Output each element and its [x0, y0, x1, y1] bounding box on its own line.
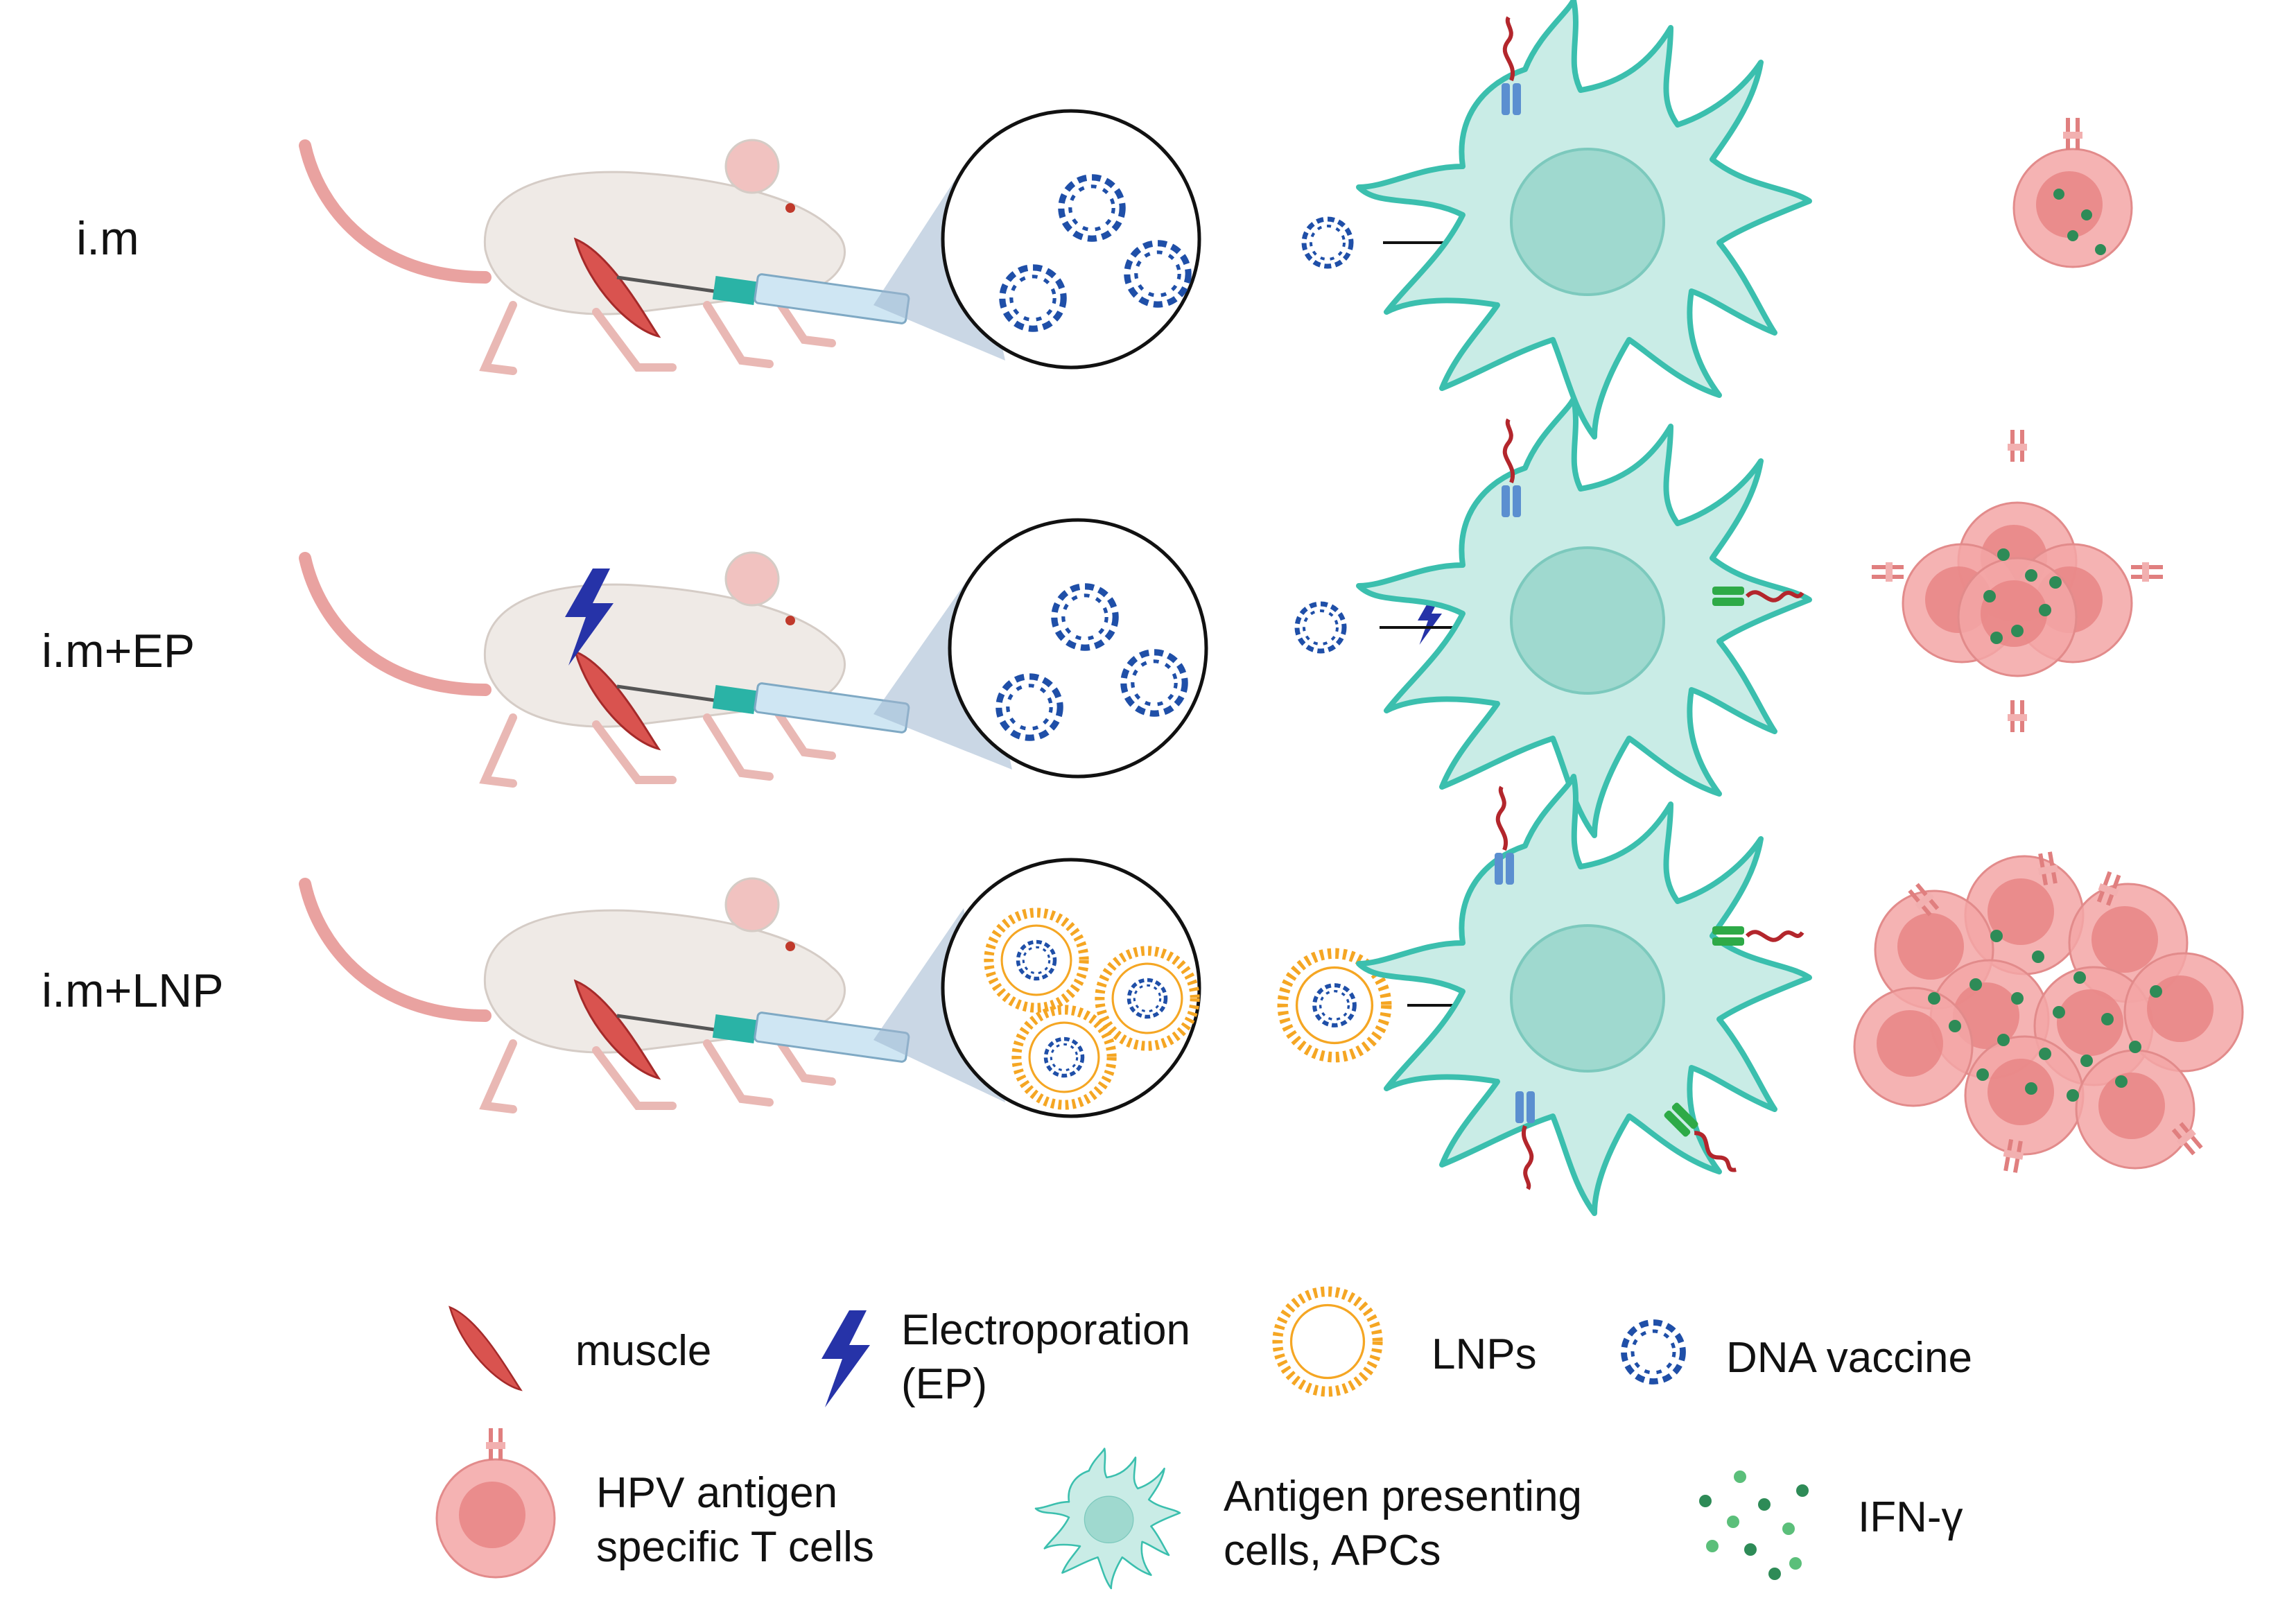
- legend: [435, 1286, 1809, 1590]
- mouse-illustration: [305, 878, 845, 1109]
- row-im-lnp: [305, 777, 2244, 1213]
- legend-label-ifn-gamma: IFN-γ: [1858, 1493, 1963, 1541]
- muscle-icon: [449, 1306, 522, 1391]
- legend-label-muscle: muscle: [575, 1327, 712, 1375]
- zoom-circle-plasmids: [948, 518, 1208, 779]
- dna-plasmid-icon: [1624, 1323, 1683, 1382]
- row-label-im-lnp: i.m+LNP: [42, 964, 224, 1017]
- row-im: [305, 0, 2133, 437]
- zoom-circle-plasmids: [941, 109, 1201, 370]
- row-label-im: i.m: [76, 212, 139, 265]
- dna-plasmid: [1304, 219, 1351, 266]
- mouse-illustration: [305, 140, 845, 371]
- ifn-gamma-icon: [1699, 1470, 1809, 1580]
- t-cell: [2012, 118, 2133, 268]
- apc-cell: [1359, 777, 1809, 1213]
- row-im-ep: [305, 399, 2163, 835]
- apc-icon: [1034, 1448, 1181, 1590]
- row-label-im-ep: i.m+EP: [42, 625, 195, 677]
- legend-label-lnps: LNPs: [1432, 1330, 1537, 1378]
- mhc-receptor-icon: [1712, 926, 1802, 946]
- legend-label-apcs: Antigen presenting cells, APCs: [1224, 1473, 1583, 1574]
- legend-label-electroporation: Electroporation (EP): [901, 1306, 1191, 1408]
- apc-cell: [1359, 0, 1809, 437]
- dna-plasmid: [1297, 604, 1344, 651]
- mouse-illustration: [305, 553, 845, 783]
- zoom-circle-lnps: [941, 858, 1201, 1118]
- t-cell-icon: [435, 1428, 556, 1579]
- t-cell-cluster: [1872, 430, 2163, 732]
- t-cell-cluster: [1853, 851, 2244, 1174]
- lightning-bolt-icon: [821, 1310, 870, 1407]
- lnp-icon: [1272, 1286, 1383, 1397]
- legend-label-dna-vaccine: DNA vaccine: [1726, 1334, 1972, 1382]
- legend-label-t-cells: HPV antigen specific T cells: [596, 1469, 874, 1571]
